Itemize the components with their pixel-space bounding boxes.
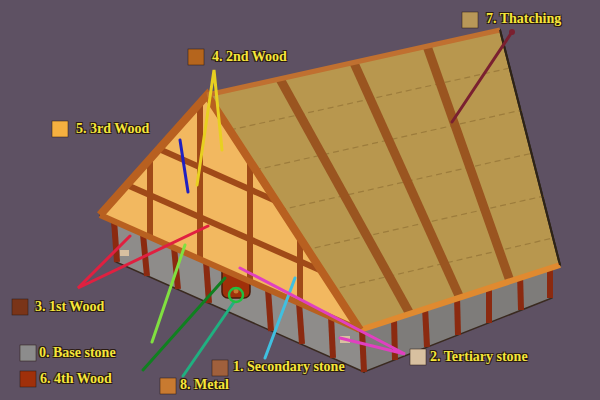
part-label: 5. 3rd Wood xyxy=(76,121,149,137)
texture-swatches xyxy=(12,12,478,394)
part-label: 7. Thatching xyxy=(486,11,561,27)
part-label: 6. 4th Wood xyxy=(40,371,112,387)
part-label: 1. Secondary stone xyxy=(233,359,345,375)
ridge xyxy=(207,30,500,95)
leader-lines xyxy=(78,29,515,376)
eave xyxy=(360,265,560,330)
part-label: 0. Base stone xyxy=(39,345,116,361)
part-label: 4. 2nd Wood xyxy=(212,49,287,65)
part-label: 8. Metal xyxy=(180,377,229,393)
part-label: 2. Tertiary stone xyxy=(430,349,528,365)
part-label: 3. 1st Wood xyxy=(35,299,104,315)
roof-edge xyxy=(500,30,560,265)
